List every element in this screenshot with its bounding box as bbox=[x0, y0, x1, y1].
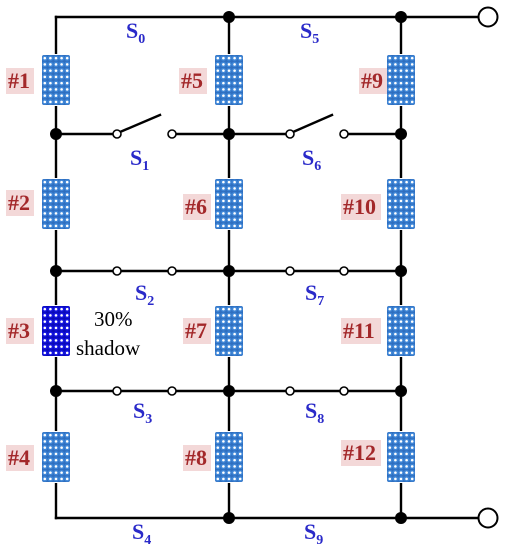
junction-node-icon bbox=[395, 128, 407, 140]
positive-terminal-icon[interactable] bbox=[477, 6, 499, 28]
switch-contact bbox=[112, 386, 122, 396]
junction-node-icon bbox=[395, 11, 407, 23]
switch-contact bbox=[167, 266, 177, 276]
switch-contact bbox=[285, 129, 295, 139]
pv-module-10 bbox=[384, 178, 418, 230]
junction-node-icon bbox=[50, 385, 62, 397]
pv-module-11 bbox=[384, 305, 418, 357]
pv-module-4 bbox=[39, 431, 73, 483]
pv-module-8 bbox=[212, 431, 246, 483]
output-terminals bbox=[477, 6, 499, 529]
switch-s3[interactable] bbox=[54, 386, 231, 396]
junction-node-icon bbox=[223, 512, 235, 524]
switch-label-s4: S4 bbox=[132, 519, 151, 548]
junction-node-icon bbox=[395, 265, 407, 277]
pv-module-1 bbox=[39, 54, 73, 106]
switch-label-s9: S9 bbox=[304, 519, 323, 548]
switch-s1[interactable] bbox=[54, 113, 231, 139]
module-label-6: #6 bbox=[185, 194, 207, 219]
switch-s2[interactable] bbox=[54, 266, 231, 276]
switch-contact bbox=[339, 129, 349, 139]
pv-module-9 bbox=[384, 54, 418, 106]
module-label-7: #7 bbox=[185, 318, 207, 343]
negative-terminal-icon[interactable] bbox=[477, 507, 499, 529]
junction-node-icon bbox=[50, 265, 62, 277]
switch-contact bbox=[112, 129, 122, 139]
junction-nodes bbox=[50, 11, 407, 524]
junction-node-icon bbox=[223, 385, 235, 397]
junction-node-icon bbox=[395, 385, 407, 397]
shadow-percent-label: 30% bbox=[94, 307, 133, 331]
switch-s8[interactable] bbox=[227, 386, 403, 396]
switch-label-s8: S8 bbox=[305, 398, 324, 427]
switch-contact bbox=[112, 266, 122, 276]
switch-contact bbox=[285, 386, 295, 396]
junction-node-icon bbox=[223, 265, 235, 277]
pv-module-3 bbox=[39, 305, 73, 357]
pv-module-5 bbox=[212, 54, 246, 106]
switch-label-s3: S3 bbox=[133, 398, 152, 427]
switch-label-s1: S1 bbox=[130, 145, 149, 174]
module-label-9: #9 bbox=[361, 68, 383, 93]
switch-s6[interactable] bbox=[227, 113, 403, 139]
module-label-3: #3 bbox=[8, 318, 30, 343]
pv-modules bbox=[39, 54, 418, 483]
switch-contact bbox=[285, 266, 295, 276]
pv-module-6 bbox=[212, 178, 246, 230]
switch-label-s0: S0 bbox=[126, 18, 145, 47]
shadow-text-label: shadow bbox=[76, 336, 141, 360]
module-label-11: #11 bbox=[343, 318, 375, 343]
switches bbox=[54, 113, 403, 396]
switch-contact bbox=[339, 386, 349, 396]
pv-module-7 bbox=[212, 305, 246, 357]
module-label-10: #10 bbox=[343, 194, 376, 219]
switch-label-s5: S5 bbox=[300, 18, 319, 47]
switch-contact bbox=[339, 266, 349, 276]
switch-contact bbox=[167, 129, 177, 139]
switch-contact bbox=[167, 386, 177, 396]
junction-node-icon bbox=[223, 128, 235, 140]
pv-module-12 bbox=[384, 431, 418, 483]
switch-label-s6: S6 bbox=[302, 145, 321, 174]
module-label-12: #12 bbox=[343, 440, 376, 465]
module-label-5: #5 bbox=[181, 68, 203, 93]
junction-node-icon bbox=[223, 11, 235, 23]
switch-label-s2: S2 bbox=[135, 280, 154, 309]
switch-s7[interactable] bbox=[227, 266, 403, 276]
module-label-2: #2 bbox=[8, 190, 30, 215]
module-label-1: #1 bbox=[8, 68, 30, 93]
module-label-4: #4 bbox=[8, 445, 30, 470]
junction-node-icon bbox=[50, 128, 62, 140]
switch-blade bbox=[118, 113, 162, 134]
switch-label-s7: S7 bbox=[305, 280, 324, 309]
module-label-8: #8 bbox=[185, 445, 207, 470]
switch-blade bbox=[291, 113, 334, 134]
junction-node-icon bbox=[395, 512, 407, 524]
pv-module-2 bbox=[39, 178, 73, 230]
